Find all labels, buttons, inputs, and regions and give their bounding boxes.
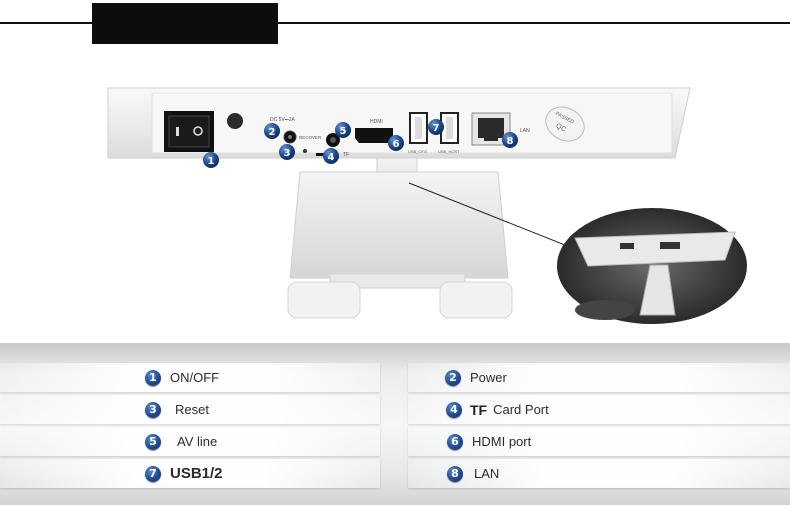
- legend-item-4: 4 TF Card Port: [408, 395, 790, 424]
- power-switch: [164, 111, 214, 152]
- device-illustration: DC 5V⎓2A RECOVER TF HDMI USB_OTG USB_HOS…: [107, 87, 747, 324]
- badge-5-icon: 5: [145, 433, 161, 450]
- legend-label-usb: USB1/2: [170, 465, 223, 482]
- lan-panel-label: LAN: [520, 128, 530, 134]
- stand-hinge: [329, 273, 466, 289]
- legend-label-card-port: Card Port: [493, 402, 549, 417]
- stand-foot-right: [439, 281, 513, 319]
- svg-text:4: 4: [328, 152, 335, 163]
- legend-label-lan: LAN: [474, 466, 500, 481]
- svg-text:7: 7: [433, 123, 440, 134]
- legend-item-2: 2 Power: [408, 363, 790, 392]
- badge-3-icon: 3: [145, 401, 161, 418]
- badge-6: 6: [388, 135, 404, 151]
- recover-label: RECOVER: [299, 135, 322, 140]
- badge-8: 8: [502, 132, 518, 148]
- badge-1-icon: 1: [145, 369, 161, 386]
- stand-base: [289, 171, 509, 279]
- port-legend: 1 ON/OFF 2 Power 3 Reset 4 TF Card Port …: [0, 343, 790, 505]
- legend-label-av-line: AV line: [177, 434, 218, 449]
- badge-8-icon: 8: [447, 465, 463, 482]
- usb-otg-label: USB_OTG: [408, 149, 427, 154]
- legend-label-onoff: ON/OFF: [170, 370, 220, 385]
- badge-7-icon: 7: [145, 465, 161, 482]
- legend-label-tf: TF: [470, 401, 488, 418]
- inset-photo: [557, 208, 747, 324]
- badge-6-icon: 6: [447, 433, 463, 450]
- legend-label-hdmi-port: HDMI port: [472, 434, 532, 449]
- hdmi-panel-label: HDMI: [370, 119, 383, 125]
- svg-text:5: 5: [340, 126, 347, 137]
- hdmi-port: [355, 128, 393, 143]
- badge-7: 7: [428, 119, 444, 135]
- legend-label-reset: Reset: [175, 402, 209, 417]
- title-bar-black: [92, 3, 278, 44]
- badge-3: 3: [279, 144, 295, 160]
- badge-1: 1: [203, 152, 219, 168]
- legend-item-8: 8 LAN: [408, 459, 790, 488]
- stand-foot-left: [287, 281, 361, 319]
- badge-4-icon: 4: [446, 401, 462, 418]
- dc-label: DC 5V⎓2A: [270, 117, 295, 123]
- qc-sticker: PASSED QC: [545, 106, 585, 142]
- legend-item-7: 7 USB1/2: [0, 459, 380, 488]
- top-rule: [0, 22, 790, 24]
- legend-item-1: 1 ON/OFF: [0, 363, 380, 392]
- legend-item-6: 6 HDMI port: [408, 427, 790, 456]
- screw-hole: [227, 113, 243, 129]
- legend-item-3: 3 Reset: [0, 395, 380, 424]
- svg-text:2: 2: [269, 127, 276, 138]
- callout-line: [408, 182, 591, 256]
- tf-panel-label: TF: [343, 152, 349, 158]
- legend-item-5: 5 AV line: [0, 427, 380, 456]
- badge-5: 5: [335, 122, 351, 138]
- usb-ports: [409, 112, 459, 144]
- svg-text:3: 3: [284, 148, 291, 159]
- usb-host-label: USB_HOST: [438, 149, 460, 154]
- reset-hole: [303, 149, 307, 153]
- badge-2: 2: [264, 123, 280, 139]
- qc-label: QC: [555, 122, 568, 133]
- badge-4: 4: [323, 148, 339, 164]
- badge-2-icon: 2: [445, 369, 461, 386]
- svg-text:6: 6: [393, 139, 400, 150]
- svg-text:8: 8: [507, 136, 514, 147]
- svg-text:1: 1: [208, 156, 215, 167]
- legend-label-power: Power: [470, 370, 507, 385]
